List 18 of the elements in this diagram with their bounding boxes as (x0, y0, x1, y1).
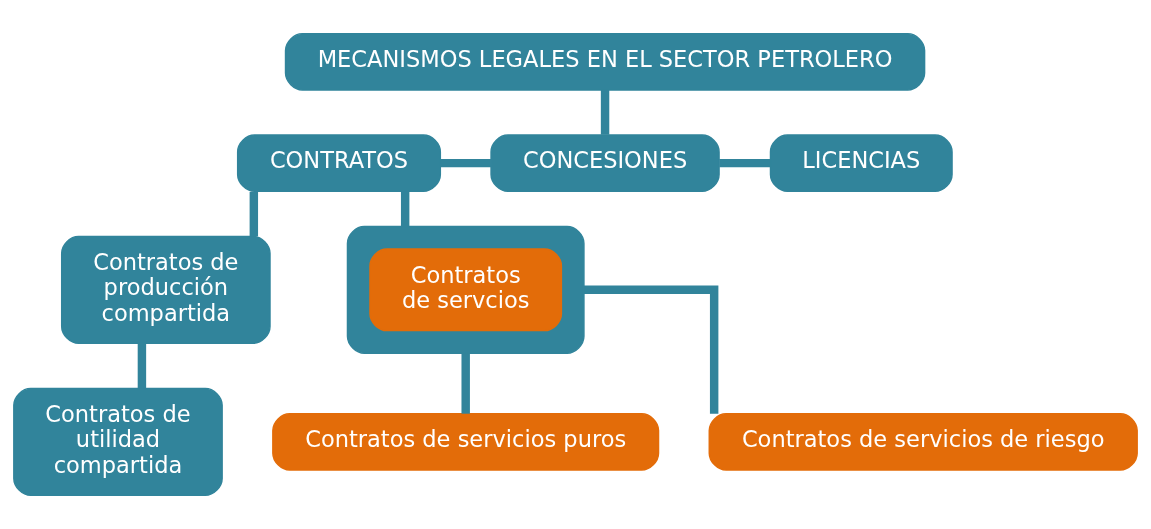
connector (719, 158, 771, 168)
connector (440, 158, 491, 168)
connector (249, 191, 259, 237)
node-box: Contratos de producción compartida (60, 235, 271, 345)
node-box: Contratos de servcios (369, 248, 563, 332)
connector (461, 353, 470, 414)
connector (600, 90, 610, 135)
node-box: Contratos de utilidad compartida (13, 387, 223, 497)
node-box: LICENCIAS (769, 134, 953, 192)
connector (583, 285, 719, 414)
node-box: Contratos de servicios puros (272, 413, 660, 471)
node-box: CONTRATOS (236, 134, 442, 192)
node-box: Contratos de servicios de riesgo (708, 413, 1138, 471)
connector (400, 191, 410, 227)
connector (137, 343, 147, 389)
node-box: CONCESIONES (490, 134, 720, 192)
node-box: MECANISMOS LEGALES EN EL SECTOR PETROLERO (284, 32, 926, 91)
cluster (346, 225, 585, 354)
